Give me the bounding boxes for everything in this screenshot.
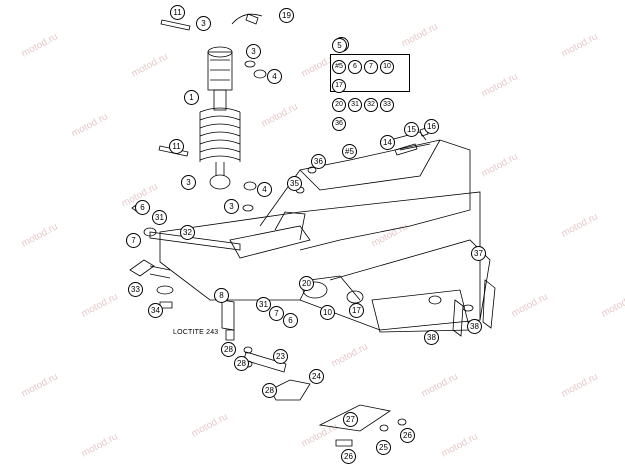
part-callout: 37: [471, 246, 486, 261]
part-callout: 4: [267, 69, 282, 84]
part-callout: 38: [467, 319, 482, 334]
part-callout: 3: [246, 44, 261, 59]
part-callout: 11: [169, 139, 184, 154]
kit-box-item: 32: [364, 98, 378, 112]
part-callout: 19: [279, 8, 294, 23]
part-callout: 15: [404, 122, 419, 137]
part-callout: 3: [181, 175, 196, 190]
part-callout: 16: [424, 119, 439, 134]
part-callout: 26: [341, 449, 356, 464]
part-callout: 10: [320, 305, 335, 320]
kit-box-item: 36: [332, 117, 346, 131]
part-callout: 14: [380, 135, 395, 150]
kit-box-item: 7: [364, 60, 378, 74]
part-callout: 4: [257, 182, 272, 197]
part-callout: 26: [400, 428, 415, 443]
part-callout: 28: [262, 383, 277, 398]
part-callout: 11: [170, 5, 185, 20]
part-callout: 32: [180, 225, 195, 240]
part-callout: 6: [283, 313, 298, 328]
part-callout: 7: [269, 306, 284, 321]
part-callout: 5: [332, 38, 347, 53]
part-callout: 3: [196, 16, 211, 31]
part-callout: 31: [152, 210, 167, 225]
part-callout: #5: [342, 144, 357, 159]
kit-box-item: 6: [348, 60, 362, 74]
part-callout: 38: [424, 330, 439, 345]
part-callout: 36: [311, 154, 326, 169]
kit-box-item: 10: [380, 60, 394, 74]
kit-box-item: 31: [348, 98, 362, 112]
kit-box-item: 33: [380, 98, 394, 112]
part-callout: 3: [224, 199, 239, 214]
loctite-note: LOCTITE 243: [173, 329, 219, 336]
part-callout: 20: [299, 276, 314, 291]
part-callout: 35: [287, 176, 302, 191]
part-callout: 27: [343, 412, 358, 427]
kit-box-item: #5: [332, 60, 346, 74]
part-callout: 6: [135, 200, 150, 215]
part-callout: 28: [221, 342, 236, 357]
part-callout: 8: [214, 288, 229, 303]
part-callout: 25: [376, 440, 391, 455]
part-callout: 23: [273, 349, 288, 364]
part-callout: 7: [126, 233, 141, 248]
kit-box-item: 20: [332, 98, 346, 112]
shock-absorber: [199, 46, 241, 190]
part-callout: 33: [128, 282, 143, 297]
part-callout: 31: [256, 297, 271, 312]
part-callout: 1: [184, 90, 199, 105]
part-callout: 34: [148, 303, 163, 318]
part-callout: 17: [349, 303, 364, 318]
part-callout: 28: [234, 356, 249, 371]
part-callout: 24: [309, 369, 324, 384]
kit-box-item: 17: [332, 79, 346, 93]
